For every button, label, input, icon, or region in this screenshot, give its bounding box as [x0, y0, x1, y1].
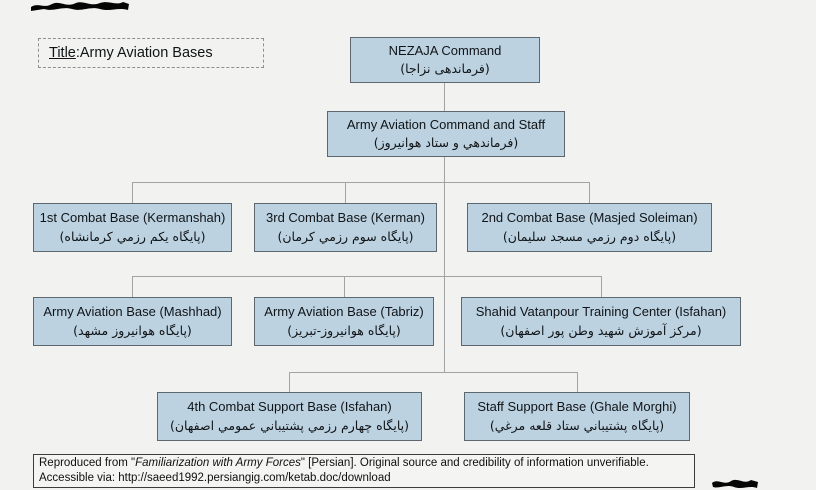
connector-line — [577, 372, 578, 392]
connector-line — [289, 372, 290, 392]
org-node-2nd-combat-base: 2nd Combat Base (Masjed Soleiman) (پایگا… — [467, 203, 712, 252]
node-label-fa: (فرماندهی نزاجا) — [400, 61, 490, 77]
org-node-training-center-isfahan: Shahid Vatanpour Training Center (Isfaha… — [461, 297, 741, 346]
redaction-mark-bottom — [712, 479, 758, 488]
org-node-aviation-base-mashhad: Army Aviation Base (Mashhad) (پایگاه هوا… — [33, 297, 232, 346]
node-label-fa: (پایگاه هوانیروز-تبریز) — [287, 322, 401, 338]
node-label-en: NEZAJA Command — [388, 42, 502, 58]
connector-line — [589, 182, 590, 203]
attribution-prefix: Reproduced from " — [39, 457, 136, 469]
node-label-en: 1st Combat Base (Kermanshah) — [39, 210, 226, 226]
org-node-4th-combat-support-base: 4th Combat Support Base (Isfahan) (پایگا… — [157, 392, 422, 441]
attribution-line-2: Accessible via: http://saeed1992.persian… — [39, 472, 391, 484]
node-label-en: 2nd Combat Base (Masjed Soleiman) — [481, 210, 698, 226]
node-label-en: Army Aviation Command and Staff — [346, 116, 546, 132]
node-label-fa: (پایگاه سوم رزمي کرمان) — [277, 228, 414, 244]
attribution-line-1: Reproduced from "Familiarization with Ar… — [39, 456, 689, 471]
attribution-suffix: " [Persian]. Original source and credibi… — [300, 457, 649, 469]
connector-line — [344, 276, 345, 297]
node-label-fa: (پایگاه یکم رزمي کرمانشاه) — [59, 228, 206, 244]
node-label-en: Army Aviation Base (Tabriz) — [264, 304, 424, 320]
diagram-title-box: Title: Army Aviation Bases — [38, 38, 264, 68]
org-node-nezaja-command: NEZAJA Command (فرماندهی نزاجا) — [350, 37, 540, 83]
node-label-en: 4th Combat Support Base (Isfahan) — [187, 399, 392, 415]
node-label-fa: (پایگاه دوم رزمي مسجد سلیمان) — [502, 228, 677, 244]
node-label-fa: (پایگاه چهارم رزمي پشتيباني عمومي اصفهان… — [170, 417, 409, 433]
node-label-fa: (مرکز آموزش شهید وطن پور اصفهان) — [500, 322, 702, 338]
connector-line — [289, 372, 577, 373]
org-node-aviation-base-tabriz: Army Aviation Base (Tabriz) (پایگاه هوان… — [254, 297, 434, 346]
connector-line — [132, 276, 133, 297]
org-node-army-aviation-command: Army Aviation Command and Staff (فرمانده… — [327, 111, 565, 157]
node-label-en: 3rd Combat Base (Kerman) — [266, 210, 425, 226]
attribution-source-title: Familiarization with Army Forces — [135, 457, 301, 469]
connector-line — [601, 276, 602, 297]
org-node-staff-support-base: Staff Support Base (Ghale Morghi) (پایگا… — [464, 392, 690, 441]
connector-line — [444, 157, 445, 372]
org-node-1st-combat-base: 1st Combat Base (Kermanshah) (پایگاه یکم… — [33, 203, 232, 252]
node-label-en: Staff Support Base (Ghale Morghi) — [477, 399, 677, 415]
node-label-en: Shahid Vatanpour Training Center (Isfaha… — [475, 304, 727, 320]
node-label-fa: (فرماندهي و ستاد هوانيروز) — [373, 135, 519, 151]
title-text: Army Aviation Bases — [79, 45, 213, 61]
connector-line — [132, 182, 133, 203]
node-label-en: Army Aviation Base (Mashhad) — [43, 304, 222, 320]
title-colon: : — [75, 45, 80, 61]
connector-line — [132, 276, 601, 277]
node-label-fa: (پایگاه هوانیروز مشهد) — [73, 322, 192, 338]
source-attribution-box: Reproduced from "Familiarization with Ar… — [33, 454, 695, 488]
node-label-fa: (پایگاه پشتيباني ستاد قلعه مرغي) — [489, 417, 665, 433]
redaction-mark-top — [31, 2, 129, 11]
connector-line — [444, 83, 445, 111]
connector-line — [132, 182, 590, 183]
connector-line — [345, 182, 346, 203]
title-label: Title — [49, 45, 76, 61]
org-node-3rd-combat-base: 3rd Combat Base (Kerman) (پایگاه سوم رزم… — [254, 203, 437, 252]
